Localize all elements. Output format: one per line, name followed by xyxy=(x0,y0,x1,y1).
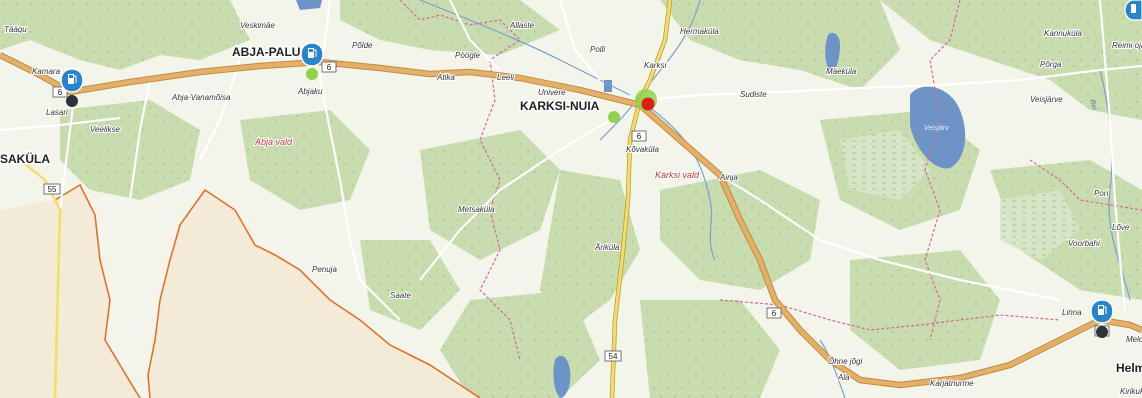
place-label-ohne-jogi[interactable]: Õhne jõgi xyxy=(827,356,863,367)
place-label-taagu[interactable]: Tääqu xyxy=(3,24,28,35)
place-label-saate[interactable]: Saate xyxy=(389,290,412,301)
place-label-pori[interactable]: Pori xyxy=(1093,188,1109,199)
status-point-karksi-green[interactable] xyxy=(608,111,620,123)
place-label-abja-vanamoisa[interactable]: Abja-Vanamõisa xyxy=(170,92,232,103)
road-shield: 6 xyxy=(321,61,337,73)
place-label-lasari[interactable]: Lasari xyxy=(45,107,69,118)
place-label-karksi[interactable]: Karksi xyxy=(643,60,667,71)
place-label-karjatnurme[interactable]: Karjatnurme xyxy=(929,378,975,389)
map-marker-kamara[interactable] xyxy=(60,68,84,107)
svg-text:55: 55 xyxy=(48,185,57,194)
svg-text:6: 6 xyxy=(58,88,63,97)
place-label-veskimae[interactable]: Veskimäe xyxy=(239,20,276,31)
county-boundary xyxy=(54,183,481,398)
road-shield: 6 xyxy=(52,86,68,98)
district-label-karksi-vald: Karksi vald xyxy=(655,170,700,180)
place-label-linna[interactable]: Linna xyxy=(1061,307,1083,318)
place-label-veelikse[interactable]: Veelikse xyxy=(89,124,121,135)
road-shield: 6 xyxy=(631,130,647,142)
place-label-polde[interactable]: Põlde xyxy=(351,40,374,51)
place-label-penuja[interactable]: Penuja xyxy=(311,264,338,275)
place-label-hermakula[interactable]: Hermaküla xyxy=(679,26,720,37)
place-label-veisjarve-village[interactable]: Veisjärve xyxy=(1029,94,1064,105)
place-label-sudiste[interactable]: Sudiste xyxy=(739,89,768,100)
place-label-pooogle[interactable]: Pöögle xyxy=(454,50,481,61)
lake-label-veisjarv: Veisjärv xyxy=(924,125,949,132)
regional-road xyxy=(19,158,62,398)
place-label-maekula[interactable]: Mäeküla xyxy=(825,66,858,77)
status-point-karksi-red[interactable] xyxy=(635,89,657,111)
district-label-abja-vald: Abja vald xyxy=(254,137,293,147)
place-label-allaste[interactable]: Allaste xyxy=(508,20,536,31)
place-label-voorbahi[interactable]: Voorbahi xyxy=(1067,238,1101,249)
fuel-icon[interactable] xyxy=(1124,0,1142,21)
place-label-porga[interactable]: Põrga xyxy=(1039,59,1063,70)
place-label-karksi-nuia[interactable]: KARKSI-NUIA xyxy=(519,98,602,115)
fuel-icon[interactable] xyxy=(60,68,84,93)
place-label-leeli[interactable]: Leeli xyxy=(496,72,515,83)
place-label-metsakula[interactable]: Metsaküla xyxy=(457,204,496,215)
fuel-icon[interactable] xyxy=(300,42,324,67)
road-shield: 55 xyxy=(43,183,61,195)
place-label-kovakula[interactable]: Kõvaküla xyxy=(625,144,660,155)
place-label-univere[interactable]: Univere xyxy=(537,87,567,98)
svg-text:6: 6 xyxy=(327,63,332,72)
svg-text:6: 6 xyxy=(637,132,642,141)
place-label-sakula[interactable]: SAKÜLA xyxy=(0,150,52,168)
outside-territory xyxy=(0,185,140,398)
swamp-areas xyxy=(840,130,1080,260)
map-marker-rei[interactable] xyxy=(1124,0,1142,21)
map-marker-abja[interactable] xyxy=(300,42,324,80)
road-shield: 6 xyxy=(766,307,782,319)
place-label-kirikukula[interactable]: Kirikuküla xyxy=(1119,386,1142,397)
water-bodies xyxy=(296,0,966,398)
place-label-love[interactable]: Lõve xyxy=(1111,222,1131,233)
main-road-6 xyxy=(0,52,1142,388)
place-label-polli[interactable]: Polli xyxy=(589,44,606,55)
map-marker-linna[interactable] xyxy=(1090,299,1114,338)
svg-text:54: 54 xyxy=(609,352,618,361)
river-label-reimi-oja: Rei xyxy=(1088,99,1098,111)
place-label-ala[interactable]: Ala xyxy=(836,372,851,383)
place-label-kamara[interactable]: Kamara xyxy=(31,66,62,77)
minor-roads xyxy=(0,0,1142,321)
place-label-atika[interactable]: Atika xyxy=(435,72,456,83)
place-label-helme[interactable]: Helm xyxy=(1115,360,1142,377)
place-label-kannukula[interactable]: Kannuküla xyxy=(1043,28,1083,39)
road-shield: 54 xyxy=(604,350,622,362)
fuel-icon[interactable] xyxy=(1090,299,1114,324)
place-label-ankula[interactable]: Äriküla xyxy=(593,242,621,253)
regional-road xyxy=(610,0,672,398)
place-label-abjaku[interactable]: Abjaku xyxy=(296,86,324,97)
place-label-abja-paluoja[interactable]: ABJA-PALUO xyxy=(231,44,312,61)
place-label-melo[interactable]: Melo xyxy=(1125,334,1142,345)
place-label-rei[interactable]: Reimi oja xyxy=(1111,40,1142,51)
place-label-ainja[interactable]: Ainja xyxy=(718,172,739,183)
svg-text:6: 6 xyxy=(772,309,777,318)
outside-territory xyxy=(148,190,480,398)
